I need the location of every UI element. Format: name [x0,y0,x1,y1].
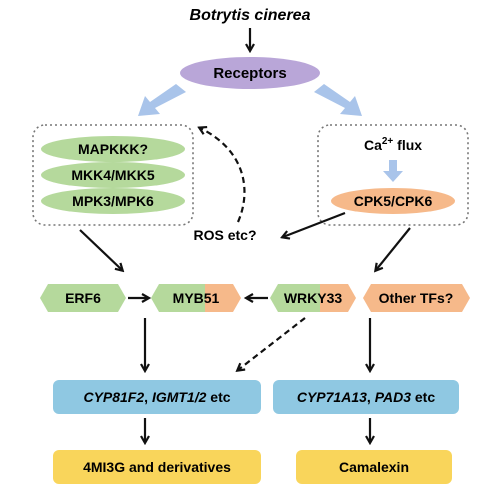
gene-sep-right: , [367,389,375,405]
arrow-calcium-to-cpk [383,160,403,182]
mapkkk-label: MAPKKK? [78,141,148,157]
myb51-node-green [151,284,205,312]
arrow-receptors-to-mapk [138,84,186,116]
left-product-label: 4MI3G and derivatives [83,459,231,475]
gene-suffix-left: etc [206,389,230,405]
gene-cyp71a13: CYP71A13 [297,389,367,405]
mkk-node [41,162,185,188]
gene-cyp81f2: CYP81F2 [83,389,144,405]
cpk-node [331,188,455,214]
right-genes-label: CYP71A13, PAD3 etc [297,389,435,405]
dashed-arrow-wrky33-to-left-genes [238,317,306,370]
ros-label: ROS etc? [193,227,256,243]
other-tfs-label: Other TFs? [379,290,454,306]
receptors-node [180,57,320,89]
gene-suffix-right: etc [411,389,435,405]
right-product-label: Camalexin [339,459,409,475]
erf6-label: ERF6 [65,290,101,306]
wrky33-label: WRKY33 [284,290,343,306]
arrow-calcium-to-wrky33 [376,227,411,270]
left-product-box [53,450,261,484]
wrky33-node-orange [320,284,356,312]
mkk-label: MKK4/MKK5 [71,167,154,183]
arrow-mapk-to-myb51 [79,229,122,270]
ca-suffix: flux [393,137,422,153]
calcium-flux-label: Ca2+ flux [364,136,422,153]
gene-sep-left: , [144,389,152,405]
mapkkk-node [41,136,185,162]
gene-igmt: IGMT1/2 [152,389,207,405]
left-genes-label: CYP81F2, IGMT1/2 etc [83,389,230,405]
erf6-node [40,284,126,312]
receptors-label: Receptors [213,65,286,82]
ca-prefix: Ca [364,137,382,153]
pathogen-title: Botrytis cinerea [190,7,311,24]
ca-sup: 2+ [382,136,394,147]
other-tfs-node [363,284,470,312]
cpk-label: CPK5/CPK6 [354,193,433,209]
dashed-arrow-ros-to-mapk [200,128,246,223]
myb51-node-orange [205,284,241,312]
gene-pad3: PAD3 [375,389,412,405]
right-genes-box [273,380,459,414]
arrow-cpk-to-ros [283,211,346,237]
mpk-node [41,188,185,214]
mpk-label: MPK3/MPK6 [72,193,154,209]
left-genes-box [53,380,261,414]
myb51-label: MYB51 [173,290,220,306]
wrky33-node-green [270,284,320,312]
arrow-receptors-to-calcium [314,84,362,116]
right-product-box [296,450,452,484]
